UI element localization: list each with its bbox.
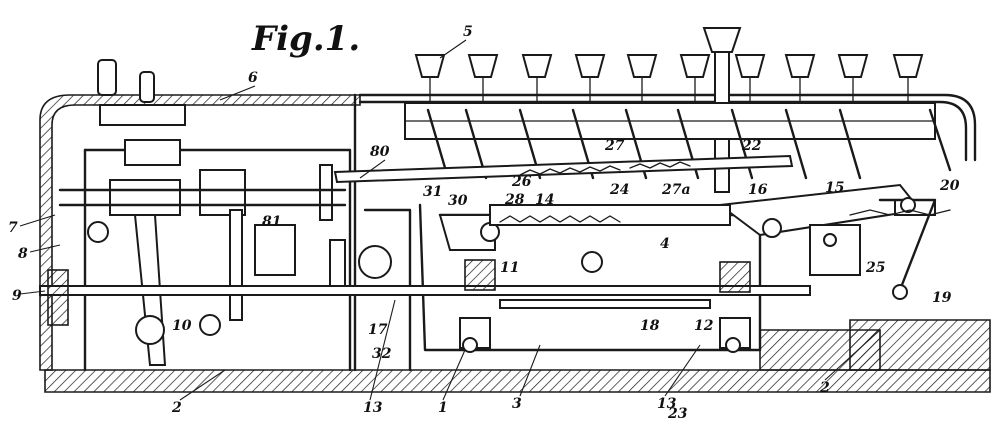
key-row xyxy=(414,27,924,193)
label-80: 80 xyxy=(370,144,390,160)
label-17: 17 xyxy=(368,322,388,338)
label-8: 8 xyxy=(18,246,28,262)
label-6: 6 xyxy=(248,70,258,86)
label-11: 11 xyxy=(500,260,519,276)
label-16: 16 xyxy=(748,182,768,198)
rack-27 xyxy=(333,154,794,184)
label-13b: 13 xyxy=(657,396,677,412)
label-1: 1 xyxy=(438,400,448,416)
label-4: 4 xyxy=(660,236,670,252)
label-25: 25 xyxy=(865,260,885,276)
label-2b: 2 xyxy=(819,380,830,396)
label-14: 14 xyxy=(535,192,554,208)
label-23: 23 xyxy=(667,406,688,421)
label-81: 81 xyxy=(262,214,281,230)
figure-title: Fig.1. xyxy=(251,19,360,59)
label-26: 26 xyxy=(511,174,532,190)
label-22: 22 xyxy=(741,138,762,154)
label-12: 12 xyxy=(694,318,714,334)
main-shaft xyxy=(39,269,811,326)
label-10: 10 xyxy=(172,318,192,334)
label-30: 30 xyxy=(448,193,468,209)
carriage-assembly xyxy=(438,183,951,353)
label-27: 27 xyxy=(604,138,625,154)
label-2: 2 xyxy=(171,400,182,416)
gear-train xyxy=(58,59,392,366)
label-24: 24 xyxy=(609,182,629,198)
label-28: 28 xyxy=(504,192,525,208)
label-7: 7 xyxy=(8,220,18,236)
label-15: 15 xyxy=(825,180,844,196)
label-18: 18 xyxy=(640,318,660,334)
label-9: 9 xyxy=(12,288,22,304)
reference-numerals: 5 6 80 27 22 31 30 26 28 14 24 27a 16 15… xyxy=(8,24,960,421)
base-floor xyxy=(44,319,991,393)
label-19: 19 xyxy=(932,290,952,306)
label-13: 13 xyxy=(363,400,383,416)
label-31: 31 xyxy=(423,184,442,200)
label-20: 20 xyxy=(939,178,960,194)
label-5: 5 xyxy=(463,24,473,40)
key-lever-bar xyxy=(404,102,952,180)
label-3: 3 xyxy=(512,396,522,412)
label-27a: 27a xyxy=(661,182,691,198)
leader-lines xyxy=(19,39,881,401)
